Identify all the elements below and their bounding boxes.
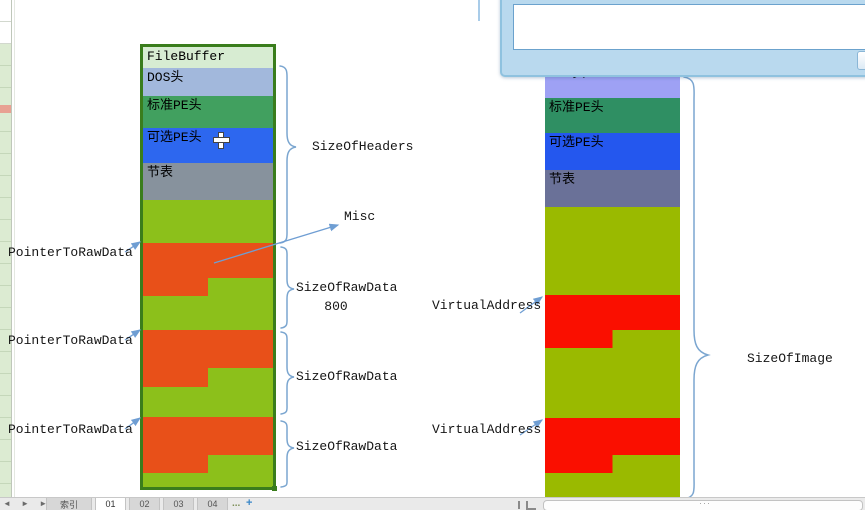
label-pointer-to-raw-data-2: PointerToRawData: [8, 333, 133, 348]
section-pe-header-left: 标准PE头: [143, 96, 273, 128]
label-virtual-address-1: VirtualAddress: [432, 298, 542, 313]
section-table-right: 节表: [545, 170, 680, 207]
brace-size-of-raw-data-1: [280, 246, 295, 329]
label-size-of-image: SizeOfImage: [747, 351, 833, 366]
label-size-of-raw-data-2: SizeOfRawData: [296, 369, 398, 384]
section-optional-header-left: 可选PE头: [143, 128, 273, 163]
dialog-text-panel: [513, 4, 865, 50]
data-segment: [545, 295, 680, 330]
label-size-of-raw-data-1-value: 800: [324, 299, 348, 314]
label-size-of-headers: SizeOfHeaders: [312, 139, 414, 154]
data-segment-step: [143, 368, 273, 387]
data-segment-step: [545, 330, 680, 348]
horizontal-scrollbar[interactable]: ···: [543, 498, 863, 510]
selection-handle[interactable]: [272, 486, 277, 491]
data-segment-step: [143, 455, 273, 473]
add-sheet-button[interactable]: +: [246, 497, 253, 509]
brace-size-of-raw-data-3: [280, 420, 295, 488]
section-table-left: 节表: [143, 163, 273, 200]
data-segment: [143, 200, 273, 243]
spreadsheet-gridline: [14, 0, 15, 497]
data-segment: [545, 207, 680, 295]
more-sheets-indicator[interactable]: ...: [232, 498, 241, 509]
label-pointer-to-raw-data-1: PointerToRawData: [8, 245, 133, 260]
view-toggle-icon-2[interactable]: [526, 501, 536, 510]
data-segment: [143, 387, 273, 417]
label-pointer-to-raw-data-3: PointerToRawData: [8, 422, 133, 437]
scrollbar-grip[interactable]: ···: [699, 498, 711, 508]
data-segment: [545, 418, 680, 455]
dialog-ok-button[interactable]: [857, 51, 865, 70]
data-segment-step: [545, 455, 680, 473]
brace-size-of-headers: [279, 65, 297, 244]
sheet-tabs: 索引 01 02 03 04: [46, 498, 228, 510]
cross-cursor-icon: [213, 132, 230, 149]
spreadsheet-row-strip: [0, 0, 12, 497]
view-toggle-icon-1[interactable]: [518, 501, 520, 509]
section-optional-header-right: 可选PE头: [545, 133, 680, 170]
data-segment: [143, 330, 273, 368]
label-virtual-address-2: VirtualAddress: [432, 422, 542, 437]
label-size-of-raw-data-1: SizeOfRawData: [296, 280, 398, 295]
spreadsheet-row-strip-green: [0, 44, 11, 497]
data-segment: [143, 473, 273, 487]
spreadsheet-row-highlight: [0, 105, 11, 113]
section-dos-header-left: DOS头: [143, 68, 273, 96]
data-segment: [143, 296, 273, 330]
sheet-tab-04[interactable]: 04: [197, 498, 228, 510]
sheet-tab-03[interactable]: 03: [163, 498, 194, 510]
brace-size-of-raw-data-2: [280, 331, 295, 415]
label-size-of-raw-data-3: SizeOfRawData: [296, 439, 398, 454]
data-segment-step: [143, 278, 273, 296]
data-segment: [143, 417, 273, 455]
file-buffer-diagram[interactable]: FileBuffer DOS头 标准PE头 可选PE头 节表: [140, 44, 277, 491]
brace-size-of-image: [683, 76, 711, 500]
sheet-tab-index[interactable]: 索引: [46, 498, 92, 510]
sheet-tab-bar: ◄ ► ► 索引 01 02 03 04 ... + ···: [0, 497, 865, 510]
data-segment: [545, 473, 680, 498]
sheet-nav-icons[interactable]: ◄ ► ►: [3, 499, 52, 508]
section-pe-header-right: 标准PE头: [545, 98, 680, 133]
image-buffer-diagram[interactable]: DOS头 标准PE头 可选PE头 节表: [545, 60, 680, 498]
data-segment: [143, 243, 273, 278]
sheet-tab-02[interactable]: 02: [129, 498, 160, 510]
sheet-tab-01[interactable]: 01: [95, 498, 126, 510]
data-segment: [545, 348, 680, 418]
file-buffer-title-row: FileBuffer: [143, 47, 273, 68]
view-toggle-icons[interactable]: [518, 501, 536, 510]
popup-dialog[interactable]: [500, 0, 865, 77]
label-misc: Misc: [344, 209, 376, 224]
dialog-leader-line: [478, 0, 480, 21]
